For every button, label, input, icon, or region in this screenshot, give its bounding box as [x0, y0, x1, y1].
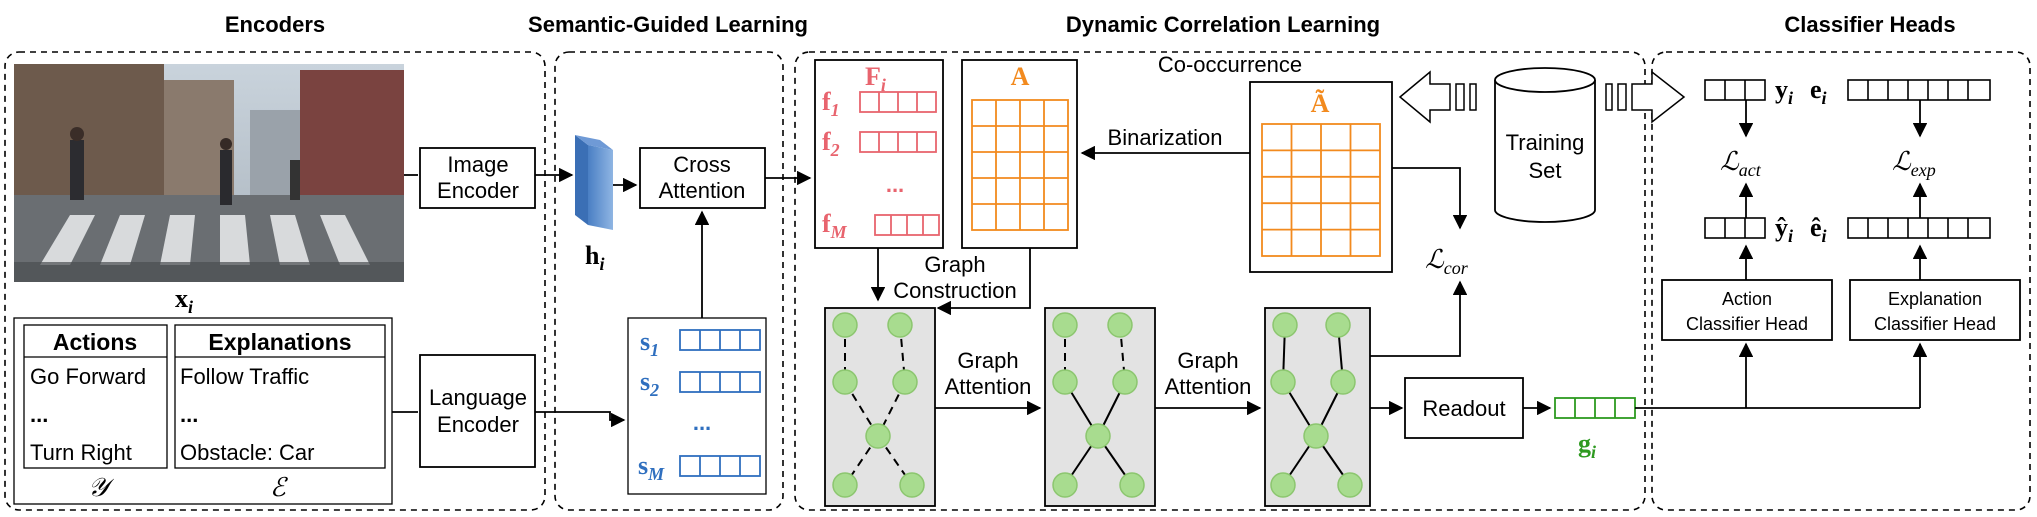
language-encoder-box [419, 354, 536, 468]
training-set-cylinder [1494, 67, 1596, 223]
a-tilde-matrix-grid [1261, 123, 1381, 257]
y-hat-label: ŷi [1775, 213, 1793, 246]
data-flow-arrow-left [1398, 70, 1477, 124]
explanation-head-label: Classifier Head [1874, 314, 1996, 334]
h-label: hi [585, 241, 604, 274]
graph-construction-label: Graph [924, 252, 985, 277]
cooccurrence-label: Co-occurrence [1158, 52, 1302, 77]
explanations-symbol: ℰ [270, 473, 288, 502]
f-vector-row: fM [822, 209, 940, 242]
explanation-item: ... [180, 402, 198, 427]
binarization-label: Binarization [1108, 125, 1223, 150]
actions-header: Actions [53, 329, 137, 355]
cross-attention-box [639, 147, 766, 209]
action-head-label: Classifier Head [1686, 314, 1808, 334]
image-encoder-label: Encoder [437, 178, 519, 203]
classifier-frame [1651, 51, 2031, 511]
loss-exp-label: ℒexp [1892, 147, 1936, 180]
language-encoder-label: Encoder [437, 412, 519, 437]
y-vector [1704, 79, 1766, 101]
language-encoder-label: Language [429, 385, 527, 410]
svg-text:fM: fM [822, 209, 848, 242]
e-label: ei [1810, 75, 1827, 108]
y-hat-vector [1704, 217, 1766, 239]
training-set-label: Set [1528, 158, 1561, 183]
s-embeddings-box [627, 317, 767, 495]
svg-text:s1: s1 [640, 327, 659, 360]
s-vector-row: s2 [640, 367, 761, 400]
explanations-header: Explanations [208, 329, 351, 355]
label-table [13, 317, 393, 505]
graph-attention-label: Attention [1165, 374, 1252, 399]
s-vector-row: s1 [640, 327, 761, 360]
graph-panel-middle [1044, 307, 1156, 507]
graph-attention-label: Graph [957, 348, 1018, 373]
y-label: yi [1775, 75, 1793, 108]
graph-panel-initial [824, 307, 936, 507]
s-vector-row: sM [638, 451, 761, 484]
f-vector-row: f2 [822, 127, 937, 160]
header-dynamic-correlation-learning: Dynamic Correlation Learning [1066, 12, 1380, 37]
data-flow-arrow-right [1605, 70, 1686, 124]
graph-attention-label: Attention [945, 374, 1032, 399]
cross-attention-label: Cross [673, 152, 730, 177]
header-classifier-heads: Classifier Heads [1784, 12, 1955, 37]
graph-panel-final [1264, 307, 1371, 507]
action-classifier-head [1661, 279, 1833, 341]
A-tilde-label: Ã [1311, 89, 1330, 118]
A-label: A [1011, 62, 1030, 91]
svg-text:s2: s2 [640, 367, 659, 400]
image-encoder-label: Image [447, 152, 508, 177]
semantic-frame [554, 51, 784, 511]
explanation-item: Follow Traffic [180, 364, 309, 389]
svg-text:f2: f2 [822, 127, 840, 160]
f-dots: ... [886, 172, 904, 197]
readout-label: Readout [1422, 396, 1505, 421]
image-encoder-box [419, 147, 536, 209]
F-label: Fi [865, 62, 886, 95]
explanation-item: Obstacle: Car [180, 440, 315, 465]
street-scene-image [14, 64, 404, 282]
g-vector [1554, 397, 1636, 419]
loss-cor-label: ℒcor [1425, 245, 1469, 278]
action-head-label: Action [1722, 289, 1772, 309]
e-hat-label: êi [1810, 213, 1827, 246]
action-item: Go Forward [30, 364, 146, 389]
explanation-classifier-head [1849, 279, 2021, 341]
action-item: ... [30, 402, 48, 427]
header-semantic-guided-learning: Semantic-Guided Learning [528, 12, 808, 37]
graph-attention-label: Graph [1177, 348, 1238, 373]
e-hat-vector [1847, 217, 1991, 239]
cross-attention-label: Attention [659, 178, 746, 203]
readout-box [1404, 377, 1524, 439]
loss-act-label: ℒact [1720, 147, 1762, 180]
training-set-label: Training [1506, 130, 1585, 155]
s-dots: ... [693, 410, 711, 435]
svg-text:sM: sM [638, 451, 665, 484]
graph-construction-label: Construction [893, 278, 1017, 303]
g-label: gi [1578, 429, 1596, 462]
explanation-head-label: Explanation [1888, 289, 1982, 309]
header-encoders: Encoders [225, 12, 325, 37]
e-vector [1847, 79, 1991, 101]
action-item: Turn Right [30, 440, 132, 465]
h-feature-cube [575, 135, 613, 230]
svg-text:f1: f1 [822, 87, 840, 120]
f-vector-row: f1 [822, 87, 937, 120]
encoders-frame [4, 51, 546, 511]
a-matrix-grid [971, 99, 1069, 231]
dynamic-frame [794, 51, 1646, 511]
x-label: xi [175, 284, 193, 317]
